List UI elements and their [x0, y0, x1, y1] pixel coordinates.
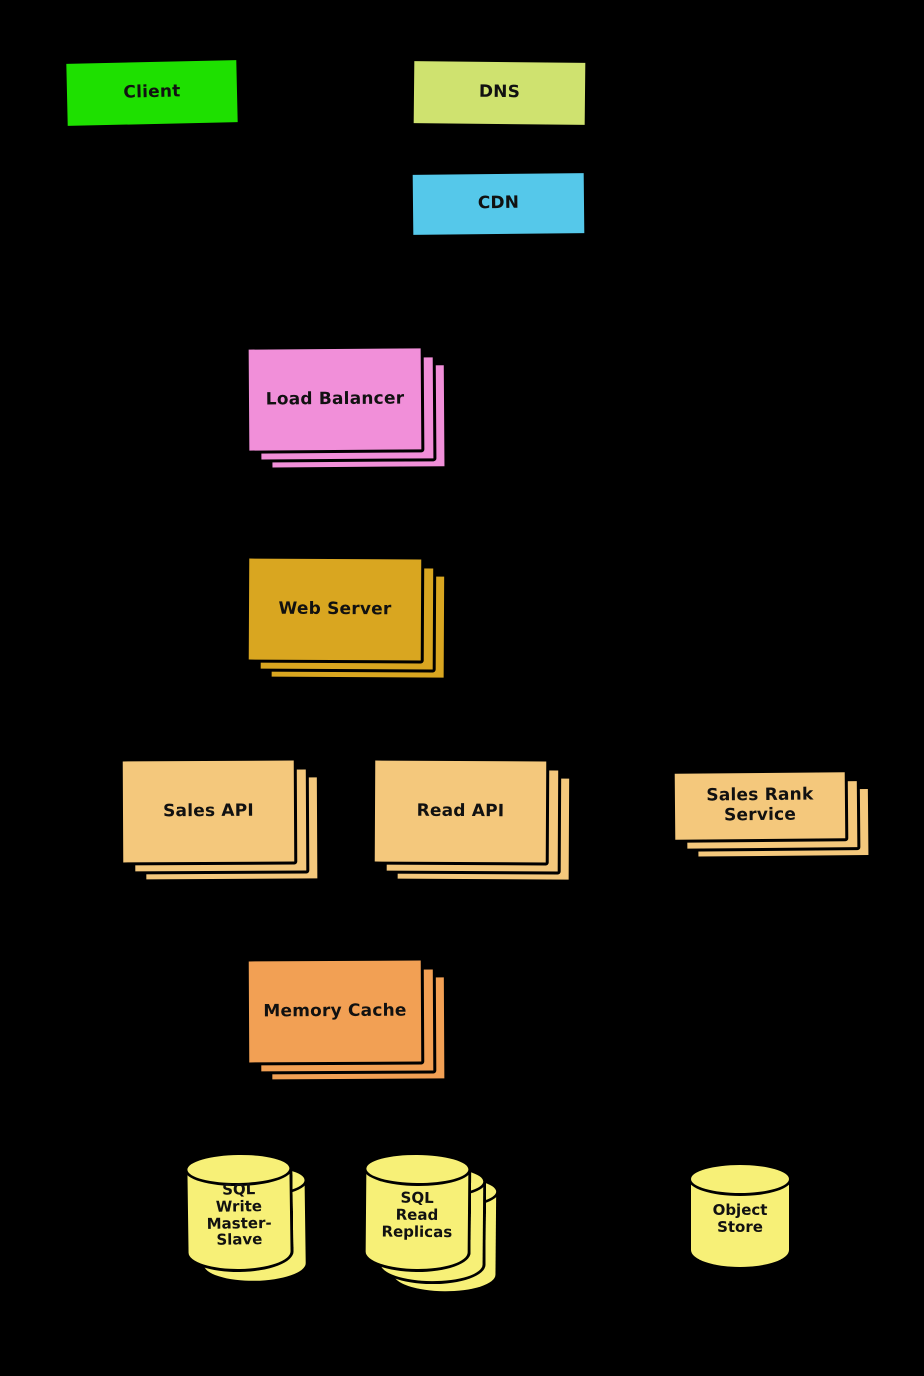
node-load-balancer: Load Balancer [245, 345, 448, 471]
node-read-api-label: Read API [371, 757, 550, 866]
node-sales-api-label: Sales API [119, 757, 298, 866]
node-dns: DNS [410, 58, 589, 128]
node-sql-read-replicas-label: SQL Read Replicas [381, 1188, 453, 1241]
node-memory-cache-label: Memory Cache [245, 957, 425, 1066]
node-client-label: Client [63, 57, 241, 129]
node-object-store: Object Store [688, 1162, 792, 1270]
database-cylinder [688, 1162, 792, 1270]
node-sql-read-replicas: SQL Read Replicas [362, 1152, 500, 1295]
node-web-server-label: Web Server [245, 555, 425, 664]
node-client: Client [63, 57, 241, 129]
node-memory-cache: Memory Cache [245, 957, 448, 1083]
node-sql-write-master-slave-label: SQL Write Master-Slave [206, 1180, 272, 1250]
node-load-balancer-label: Load Balancer [245, 345, 425, 454]
node-sql-write-master-slave: SQL Write Master-Slave [184, 1151, 309, 1285]
node-cdn: CDN [409, 170, 588, 238]
node-web-server: Web Server [245, 555, 448, 681]
node-read-api: Read API [371, 757, 573, 883]
node-object-store-label: Object Store [712, 1201, 768, 1236]
node-sales-api: Sales API [119, 757, 321, 883]
node-sales-rank-service-label: Sales Rank Service [671, 769, 849, 843]
node-dns-label: DNS [410, 58, 589, 128]
node-cdn-label: CDN [409, 170, 588, 238]
node-sales-rank-service: Sales Rank Service [671, 769, 872, 860]
